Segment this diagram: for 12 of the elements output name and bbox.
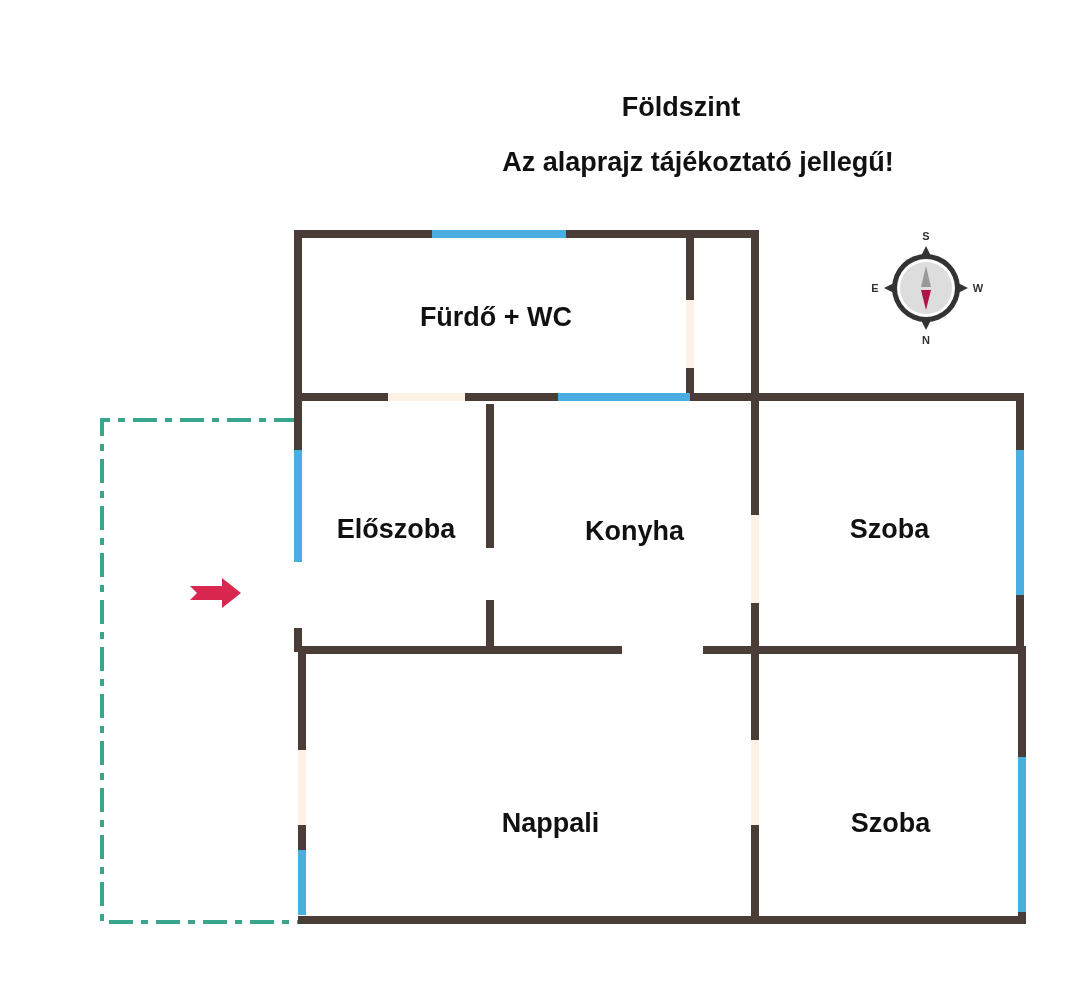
room-label: Szoba: [849, 514, 930, 545]
compass-letter: W: [972, 282, 984, 294]
compass-letter: S: [922, 230, 930, 242]
compass-letter: E: [871, 282, 879, 294]
compass-letter: N: [922, 334, 930, 346]
plan-note: Az alaprajz tájékoztató jellegű!: [502, 147, 894, 178]
plan-title: Földszint: [621, 92, 741, 123]
room-label: Konyha: [585, 516, 684, 547]
room-label: Fürdő + WC: [419, 302, 573, 333]
room-label: Nappali: [501, 807, 600, 839]
room-label: Előszoba: [336, 514, 456, 545]
room-label: Szoba: [850, 807, 931, 839]
